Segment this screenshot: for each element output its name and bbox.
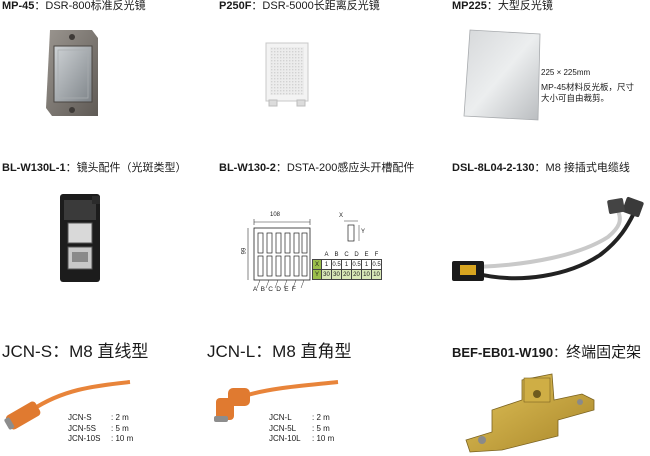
mp225-note-line1: MP-45材料反光板，尺寸 [541,82,635,92]
table-cell: A [324,251,329,258]
spec-model: JCN-L [269,413,292,422]
jcnl-spec-list: JCN-L : 2 m JCN-5L : 5 m JCN-10L : 10 m [269,413,334,445]
product-code: JCN-S [2,342,53,361]
product-code: JCN-L [207,342,256,361]
product-desc: M8 接插式电缆线 [545,162,630,174]
product-desc: 大型反光镜 [497,0,553,12]
mp225-size: 225 × 225mm [541,68,591,77]
mp45-reflector-image [46,30,98,116]
table-cell: 1 [321,259,332,270]
table-cell: 10 [361,269,372,280]
slot-letter: B [260,286,269,293]
table-cell: X [312,259,322,270]
product-desc: 镜头配件（光斑类型） [76,162,187,174]
table-cell [313,250,322,260]
dimension-table: A B C D E F X 1 0.5 1 0.5 1 0.5 Y 30 30 … [312,250,382,280]
table-cell: 1 [361,259,372,270]
product-code: BEF-EB01-W190 [452,345,554,360]
product-title-mp45: MP-45：DSR-800标准反光镜 [2,0,146,12]
product-title-blw130l: BL-W130L-1：镜头配件（光斑类型） [2,162,187,174]
jcnl-cable-image [214,380,339,422]
product-code: DSL-8L04-2-130 [452,162,535,174]
product-desc: DSR-5000长距离反光镜 [262,0,380,12]
product-title-dsl: DSL-8L04-2-130：M8 接插式电缆线 [452,162,630,174]
dim-width: 108 [270,212,281,218]
p250f-reflector-image [265,42,309,107]
product-title-jcnl: JCN-L：M8 直角型 [207,342,352,361]
spec-length: : 10 m [111,434,134,443]
table-cell: 0.5 [351,259,362,270]
spec-length: : 5 m [111,423,129,433]
table-cell: E [364,251,369,258]
slot-letter: F [291,286,300,293]
dim-height: 99 [241,247,248,255]
table-cell: 20 [351,269,362,280]
table-cell: 20 [341,269,352,280]
table-cell: 1 [341,259,352,270]
axis-y-label: Y [361,229,366,235]
table-cell: Y [312,269,322,280]
product-code: P250F [219,0,252,12]
table-header-row: A B C D E F [313,250,382,260]
slot-letter: D [276,286,285,293]
table-cell: C [344,251,349,258]
product-desc: DSTA-200感应头开槽配件 [286,162,415,174]
table-cell: 0.5 [371,259,382,270]
product-desc: M8 直线型 [69,342,149,361]
product-title-p250f: P250F：DSR-5000长距离反光镜 [219,0,380,12]
table-cell: 10 [371,269,382,280]
spec-model: JCN-10L [269,434,301,443]
axis-x-label: X [339,213,344,219]
spec-length: : 2 m [111,413,129,422]
spec-row: JCN-10S : 10 m [68,434,133,445]
slot-letter: A [253,286,261,293]
spec-row: JCN-5L : 5 m [269,424,334,435]
slot-letters: ABCDEF [253,286,299,293]
spec-length: : 5 m [312,423,330,433]
product-code: BL-W130L-1 [2,162,66,174]
product-desc: M8 直角型 [272,342,352,361]
mp225-reflector-image [463,29,541,121]
product-title-mp225: MP225：大型反光镜 [452,0,553,12]
table-row-y: Y 30 30 20 20 10 10 [312,269,382,280]
slot-letter: C [268,286,277,293]
table-cell: B [334,251,339,258]
product-title-bef: BEF-EB01-W190：终端固定架 [452,344,642,361]
spec-model: JCN-10S [68,434,101,443]
jcns-cable-image [4,380,131,430]
product-code: MP-45 [2,0,35,12]
slot-letter: E [284,286,292,293]
spec-length: : 2 m [312,413,330,422]
spec-row: JCN-S : 2 m [68,413,133,424]
table-cell: 30 [331,269,342,280]
spec-model: JCN-5L [269,423,297,433]
table-row-x: X 1 0.5 1 0.5 1 0.5 [312,259,382,270]
product-desc: 终端固定架 [566,344,642,361]
product-desc: DSR-800标准反光镜 [45,0,146,12]
spec-length: : 10 m [312,434,335,443]
spec-row: JCN-L : 2 m [269,413,334,424]
blw130l-lens-image [60,194,100,282]
table-cell: 30 [321,269,332,280]
table-cell: 0.5 [331,259,342,270]
table-cell: D [354,251,359,258]
product-title-blw130: BL-W130-2：DSTA-200感应头开槽配件 [219,162,415,174]
spec-row: JCN-5S : 5 m [68,424,133,435]
product-title-jcns: JCN-S：M8 直线型 [2,342,149,361]
product-code: BL-W130-2 [219,162,276,174]
spec-model: JCN-S [68,413,92,422]
jcns-spec-list: JCN-S : 2 m JCN-5S : 5 m JCN-10S : 10 m [68,413,133,445]
product-code: MP225 [452,0,487,12]
blw130-slot-diagram [247,219,360,289]
spec-row: JCN-10L : 10 m [269,434,334,445]
mp225-note-line2: 大小可自由裁剪。 [541,93,610,103]
dsl-cable-image [452,196,644,281]
blw130-drawing: 108 99 ABCDEF X Y A B C D E F X 1 0.5 1 … [240,208,410,303]
table-cell: F [374,251,379,258]
spec-model: JCN-5S [68,423,97,433]
bef-bracket-image [465,373,595,453]
